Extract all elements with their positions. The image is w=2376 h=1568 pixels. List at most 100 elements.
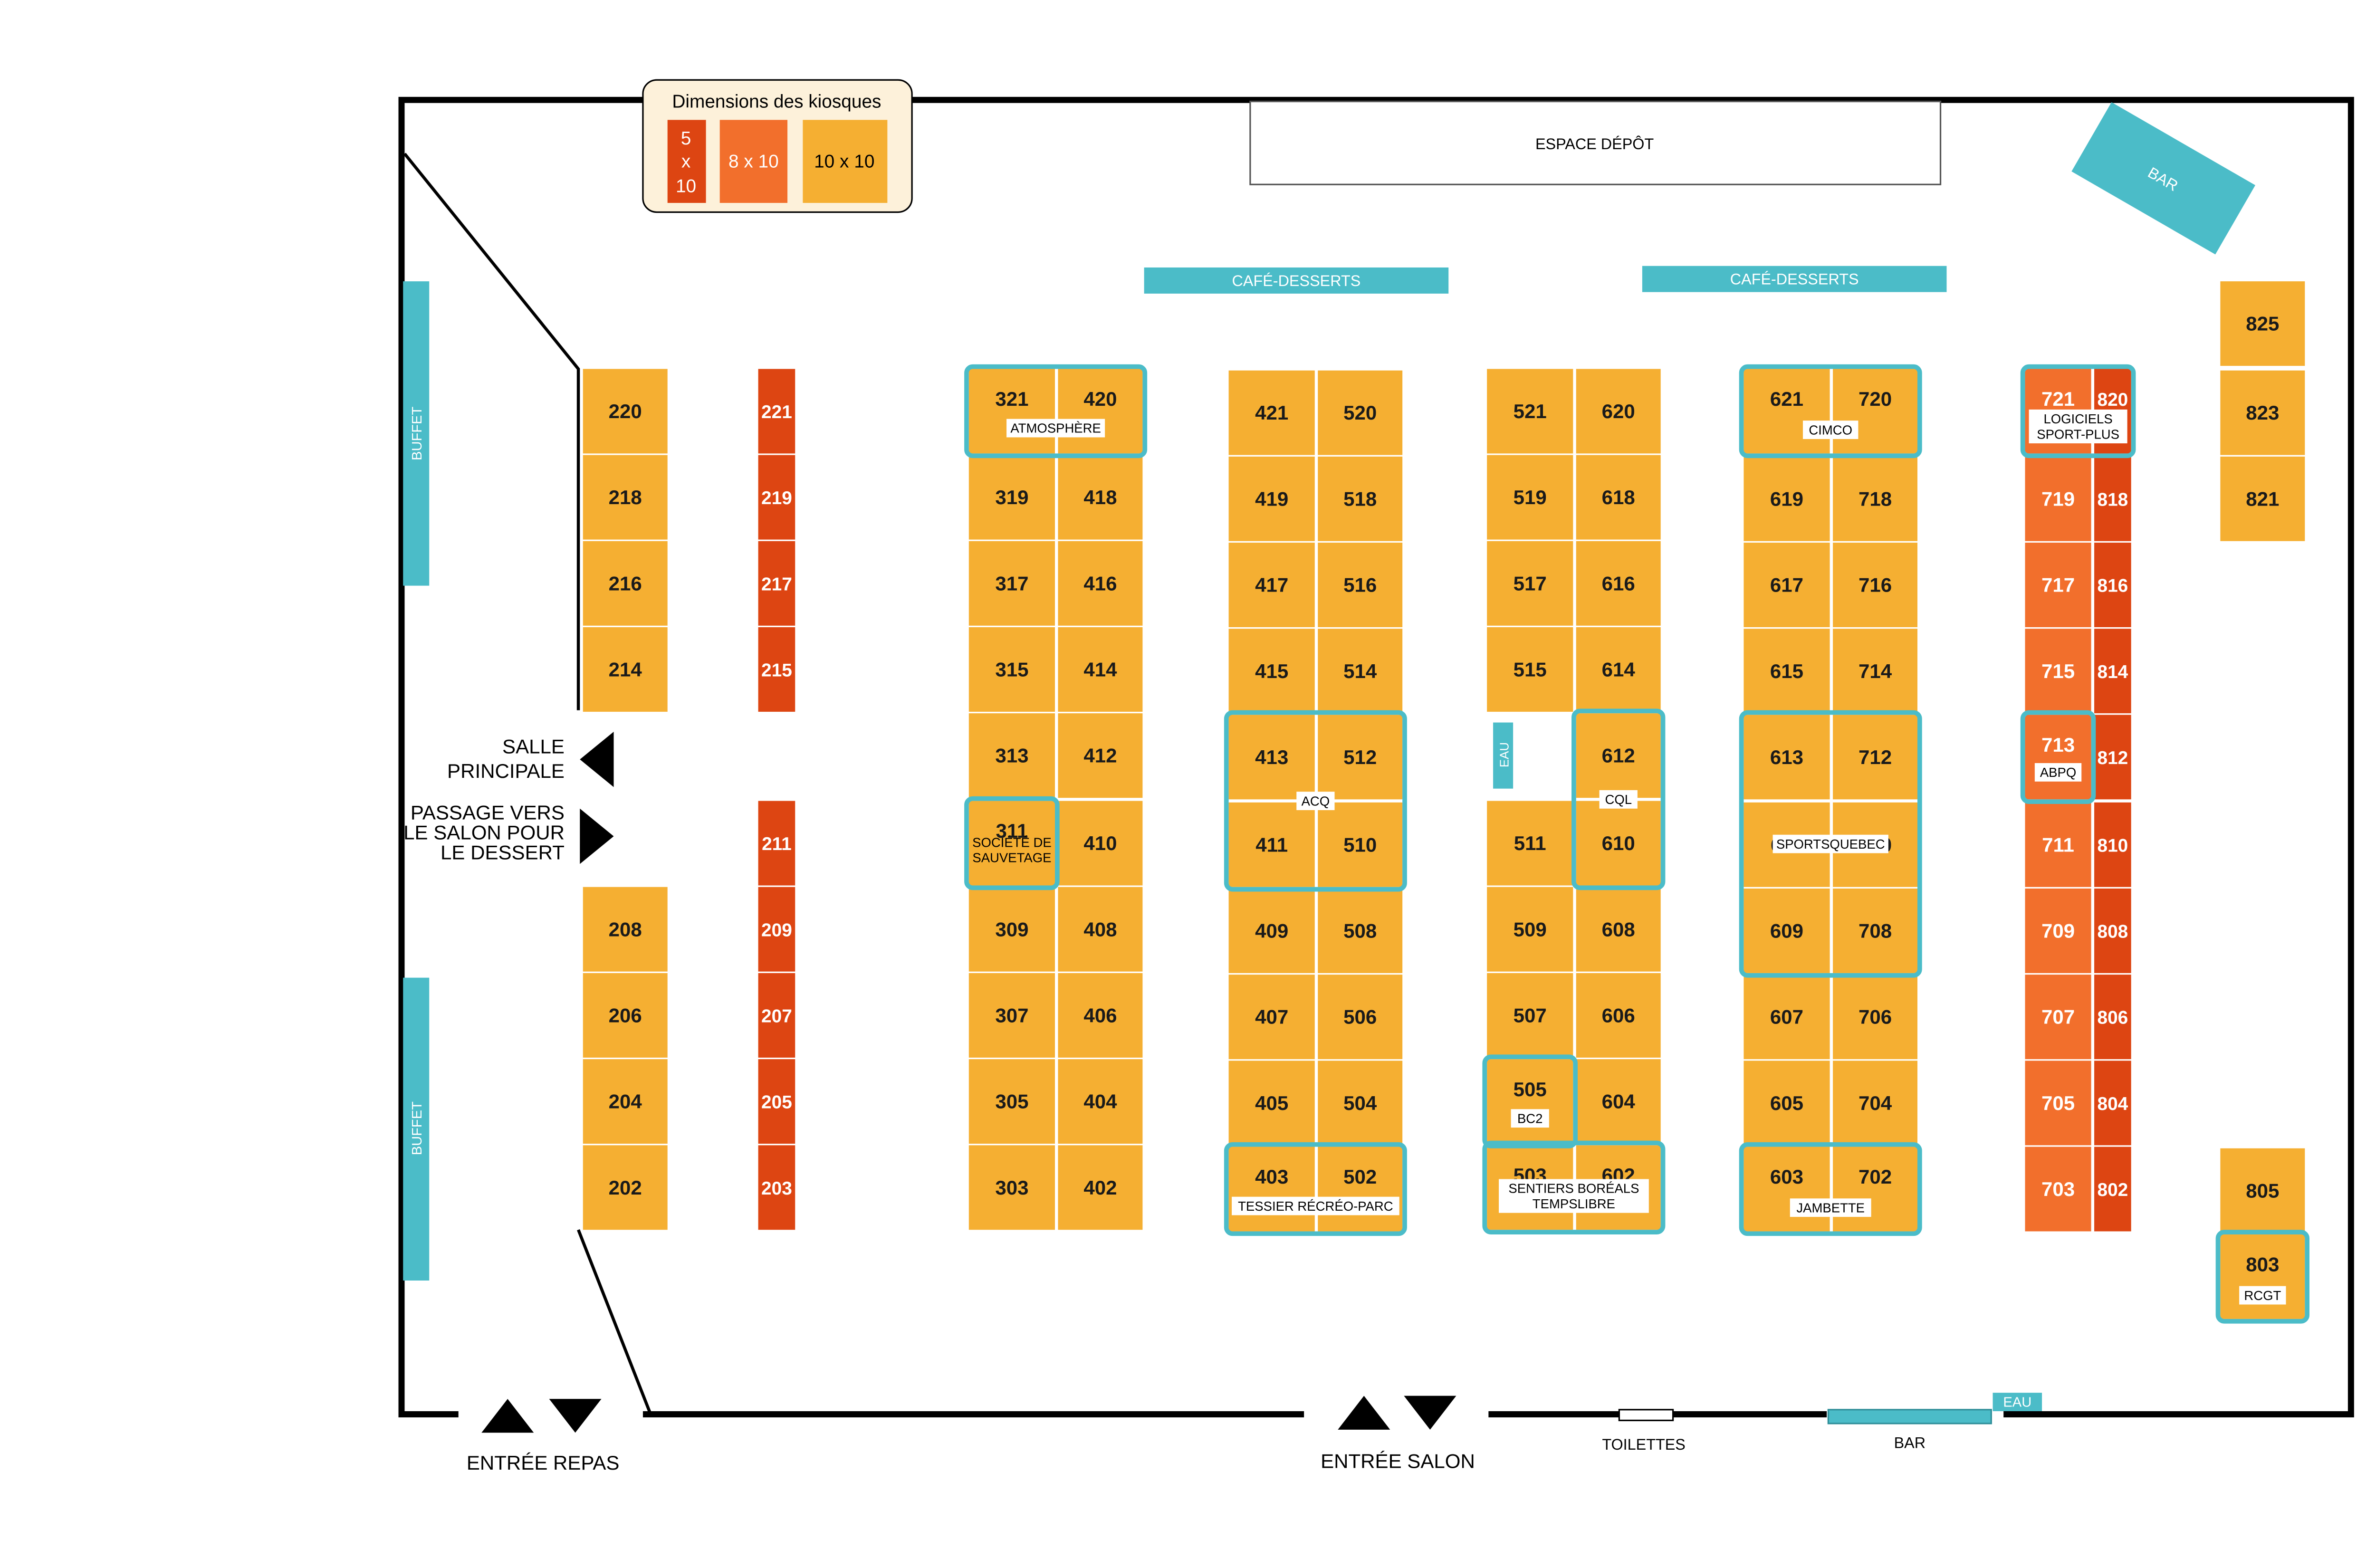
booth-404-tile[interactable] [1058, 1059, 1143, 1144]
booth-516-tile[interactable] [1318, 543, 1403, 627]
booth-706[interactable]: 706 [1833, 975, 1917, 1060]
booth-716-tile[interactable] [1833, 543, 1917, 627]
booth-615-tile[interactable] [1744, 629, 1830, 714]
booth-204-tile[interactable] [583, 1059, 668, 1144]
booth-203[interactable]: 203 [758, 1145, 795, 1230]
booth-805-tile[interactable] [2220, 1148, 2305, 1233]
booth-810[interactable]: 810 [2094, 802, 2131, 887]
booth-618-tile[interactable] [1576, 455, 1661, 540]
booth-715[interactable]: 715 [2025, 629, 2091, 714]
booth-608[interactable]: 608 [1576, 887, 1661, 972]
booth-514[interactable]: 514 [1318, 629, 1403, 714]
booth-420-tile[interactable] [1058, 369, 1143, 454]
booth-418-tile[interactable] [1058, 455, 1143, 540]
booth-221[interactable]: 221 [758, 369, 795, 454]
booth-719-tile[interactable] [2025, 456, 2091, 541]
booth-211-tile[interactable] [758, 801, 795, 886]
booth-405-tile[interactable] [1228, 1061, 1315, 1146]
booth-713[interactable]: 713 [2025, 715, 2091, 800]
booth-621-tile[interactable] [1744, 369, 1830, 454]
booth-505-tile[interactable] [1487, 1059, 1573, 1144]
booth-802[interactable]: 802 [2094, 1147, 2131, 1232]
booth-505[interactable]: 505 [1487, 1059, 1573, 1144]
booth-617-tile[interactable] [1744, 543, 1830, 627]
booth-719[interactable]: 719 [2025, 456, 2091, 541]
booth-521[interactable]: 521 [1487, 369, 1573, 454]
booth-403-tile[interactable] [1228, 1147, 1315, 1232]
booth-619[interactable]: 619 [1744, 456, 1830, 541]
booth-202[interactable]: 202 [583, 1145, 668, 1230]
booth-416[interactable]: 416 [1058, 541, 1143, 626]
booth-311[interactable]: 311 [968, 801, 1055, 886]
booth-510-tile[interactable] [1318, 802, 1403, 887]
booth-825[interactable]: 825 [2220, 281, 2305, 366]
booth-208-tile[interactable] [583, 887, 668, 972]
booth-410[interactable]: 410 [1058, 801, 1143, 886]
booth-711[interactable]: 711 [2025, 802, 2091, 887]
booth-410-tile[interactable] [1058, 801, 1143, 886]
booth-805[interactable]: 805 [2220, 1148, 2305, 1233]
booth-806[interactable]: 806 [2094, 975, 2131, 1060]
booth-803-tile[interactable] [2220, 1234, 2305, 1319]
booth-217[interactable]: 217 [758, 541, 795, 626]
booth-617[interactable]: 617 [1744, 543, 1830, 627]
booth-421[interactable]: 421 [1228, 370, 1315, 455]
booth-207-tile[interactable] [758, 973, 795, 1058]
booth-808[interactable]: 808 [2094, 889, 2131, 973]
exhibitor-group[interactable]: CIMCO [1739, 364, 1922, 459]
booth-407-tile[interactable] [1228, 975, 1315, 1060]
booth-404[interactable]: 404 [1058, 1059, 1143, 1144]
booth-221-tile[interactable] [758, 369, 795, 454]
booth-402-tile[interactable] [1058, 1145, 1143, 1230]
booth-403[interactable]: 403 [1228, 1147, 1315, 1232]
booth-712[interactable]: 712 [1833, 715, 1917, 800]
booth-702[interactable]: 702 [1833, 1147, 1917, 1232]
booth-409[interactable]: 409 [1228, 889, 1315, 973]
booth-520[interactable]: 520 [1318, 370, 1403, 455]
booth-313[interactable]: 313 [968, 713, 1055, 798]
booth-519[interactable]: 519 [1487, 455, 1573, 540]
booth-812-tile[interactable] [2094, 715, 2131, 800]
booth-517[interactable]: 517 [1487, 541, 1573, 626]
booth-418[interactable]: 418 [1058, 455, 1143, 540]
booth-618[interactable]: 618 [1576, 455, 1661, 540]
booth-620[interactable]: 620 [1576, 369, 1661, 454]
exhibitor-group[interactable]: TESSIER RÉCRÉO-PARC [1224, 1142, 1407, 1236]
booth-612-tile[interactable] [1576, 713, 1661, 798]
booth-802-tile[interactable] [2094, 1147, 2131, 1232]
booth-307-tile[interactable] [968, 973, 1055, 1058]
booth-509-tile[interactable] [1487, 887, 1573, 972]
booth-804[interactable]: 804 [2094, 1061, 2131, 1146]
exhibitor-group[interactable]: BC2 [1482, 1054, 1578, 1148]
booth-206[interactable]: 206 [583, 973, 668, 1058]
booth-609-tile[interactable] [1744, 889, 1830, 973]
booth-605-tile[interactable] [1744, 1061, 1830, 1146]
booth-613[interactable]: 613 [1744, 715, 1830, 800]
booth-704[interactable]: 704 [1833, 1061, 1917, 1146]
booth-313-tile[interactable] [968, 713, 1055, 798]
booth-515[interactable]: 515 [1487, 627, 1573, 712]
booth-419[interactable]: 419 [1228, 456, 1315, 541]
booth-708[interactable]: 708 [1833, 889, 1917, 973]
booth-816-tile[interactable] [2094, 543, 2131, 627]
booth-416-tile[interactable] [1058, 541, 1143, 626]
booth-609[interactable]: 609 [1744, 889, 1830, 973]
booth-307[interactable]: 307 [968, 973, 1055, 1058]
booth-713-tile[interactable] [2025, 715, 2091, 800]
booth-217-tile[interactable] [758, 541, 795, 626]
booth-414[interactable]: 414 [1058, 627, 1143, 712]
booth-814[interactable]: 814 [2094, 629, 2131, 714]
exhibitor-group[interactable]: RCGT [2215, 1230, 2309, 1324]
booth-504[interactable]: 504 [1318, 1061, 1403, 1146]
booth-411[interactable]: 411 [1228, 802, 1315, 887]
booth-315[interactable]: 315 [968, 627, 1055, 712]
booth-309[interactable]: 309 [968, 887, 1055, 972]
booth-705-tile[interactable] [2025, 1061, 2091, 1146]
booth-419-tile[interactable] [1228, 456, 1315, 541]
booth-506[interactable]: 506 [1318, 975, 1403, 1060]
booth-303[interactable]: 303 [968, 1145, 1055, 1230]
booth-712-tile[interactable] [1833, 715, 1917, 800]
booth-709[interactable]: 709 [2025, 889, 2091, 973]
booth-821[interactable]: 821 [2220, 456, 2305, 541]
exhibitor-group[interactable]: ACQ [1224, 710, 1407, 892]
